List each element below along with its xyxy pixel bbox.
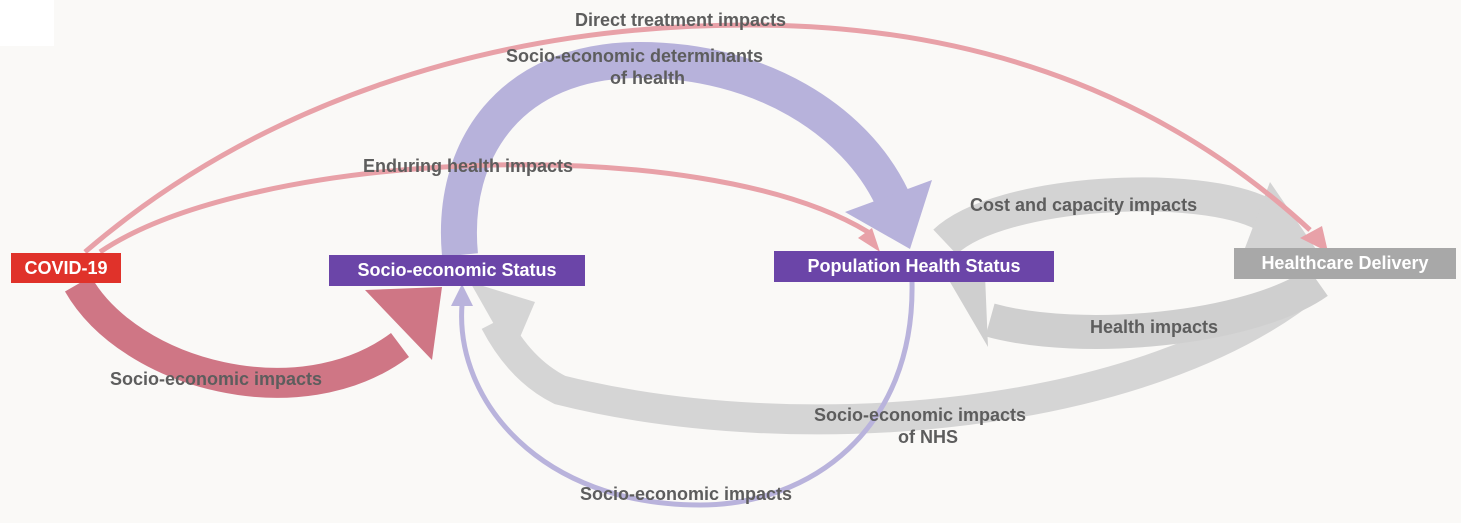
- nhs-socio-economic-label-line1: Socio-economic impacts: [814, 405, 1027, 425]
- enduring-health-label: Enduring health impacts: [363, 156, 574, 176]
- nhs-socio-economic-arrow-body: [481, 270, 1325, 435]
- determinants-label-line2: of health: [610, 68, 685, 88]
- covid-ses-arrowhead: [365, 287, 442, 360]
- covid-socio-economic-impacts-label: Socio-economic impacts: [110, 369, 323, 389]
- covid-node: COVID-19: [11, 253, 121, 283]
- enduring-health-arrowhead: [858, 228, 880, 252]
- health-impacts-arrowhead: [950, 275, 988, 347]
- lower-loop-arrow-body: [459, 281, 915, 508]
- health-impacts-label: Health impacts: [1090, 317, 1219, 337]
- healthcare-delivery-node: Healthcare Delivery: [1234, 248, 1456, 279]
- cost-capacity-label: Cost and capacity impacts: [970, 195, 1198, 215]
- direct-treatment-arrow-body: [83, 22, 1312, 254]
- determinants-label-line1: Socio-economic determinants: [506, 46, 764, 66]
- population-health-status-node: Population Health Status: [774, 251, 1054, 282]
- determinants-arrowhead: [845, 180, 932, 249]
- covid-ses-arrow-body: [64, 276, 409, 398]
- corner-patch: [0, 0, 54, 46]
- nhs-socio-economic-arrowhead: [470, 282, 535, 356]
- enduring-health-arrow-body: [98, 162, 870, 255]
- direct-treatment-label: Direct treatment impacts: [575, 10, 787, 30]
- direct-treatment-arrowhead: [1300, 226, 1328, 252]
- health-impacts-arrow-body: [985, 267, 1328, 349]
- lower-loop-arrowhead: [451, 284, 473, 306]
- nhs-socio-economic-label-line2: of NHS: [898, 427, 958, 447]
- cost-capacity-arrowhead: [1245, 182, 1318, 252]
- cost-capacity-arrow-body: [933, 177, 1274, 256]
- socio-economic-status-node: Socio-economic Status: [329, 255, 585, 286]
- loop-socio-economic-impacts-label: Socio-economic impacts: [580, 484, 793, 504]
